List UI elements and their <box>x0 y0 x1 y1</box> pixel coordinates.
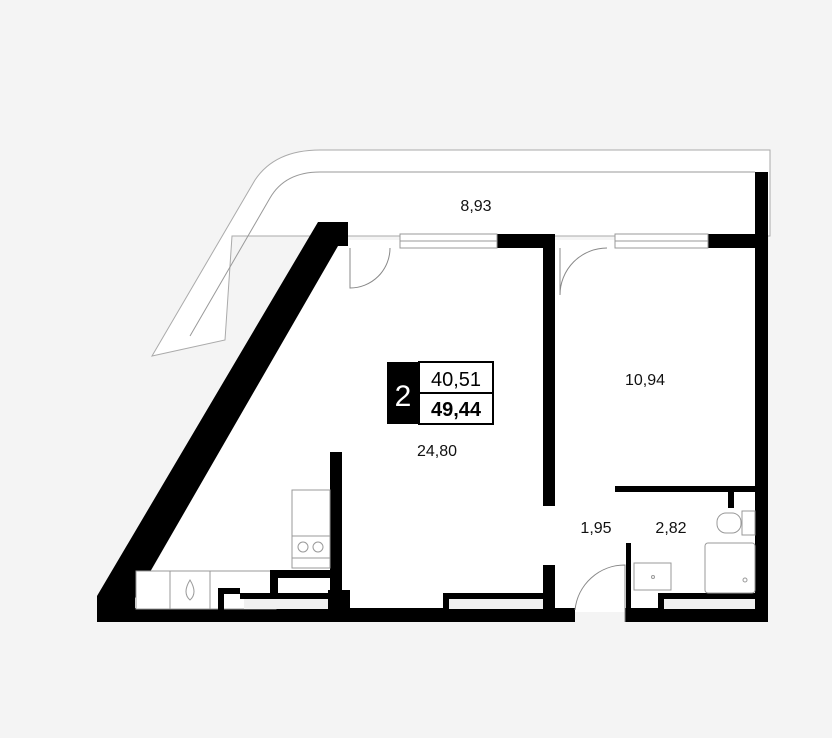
apartment-floor <box>135 240 760 612</box>
living-kitchen-area: 24,80 <box>417 443 457 460</box>
area-summary-badge: 2 40,51 49,44 <box>387 361 494 425</box>
bedroom-area: 10,94 <box>625 372 665 389</box>
sink-icon <box>185 579 195 601</box>
shower-icon <box>704 542 756 594</box>
bathroom-area: 2,82 <box>655 520 686 537</box>
total-area: 49,44 <box>431 399 482 421</box>
walls <box>97 172 768 622</box>
toilet-icon <box>716 512 742 534</box>
rooms-count: 2 <box>395 380 412 413</box>
bathroom-fixtures <box>633 510 756 594</box>
stove-burner <box>312 541 324 553</box>
stove-burner <box>297 541 309 553</box>
windows <box>399 233 709 249</box>
kitchen-fixtures <box>135 489 331 610</box>
living-area: 40,51 <box>431 369 481 391</box>
hallway-area: 1,95 <box>580 520 611 537</box>
doors <box>349 247 626 622</box>
balcony-area: 8,93 <box>460 198 491 215</box>
